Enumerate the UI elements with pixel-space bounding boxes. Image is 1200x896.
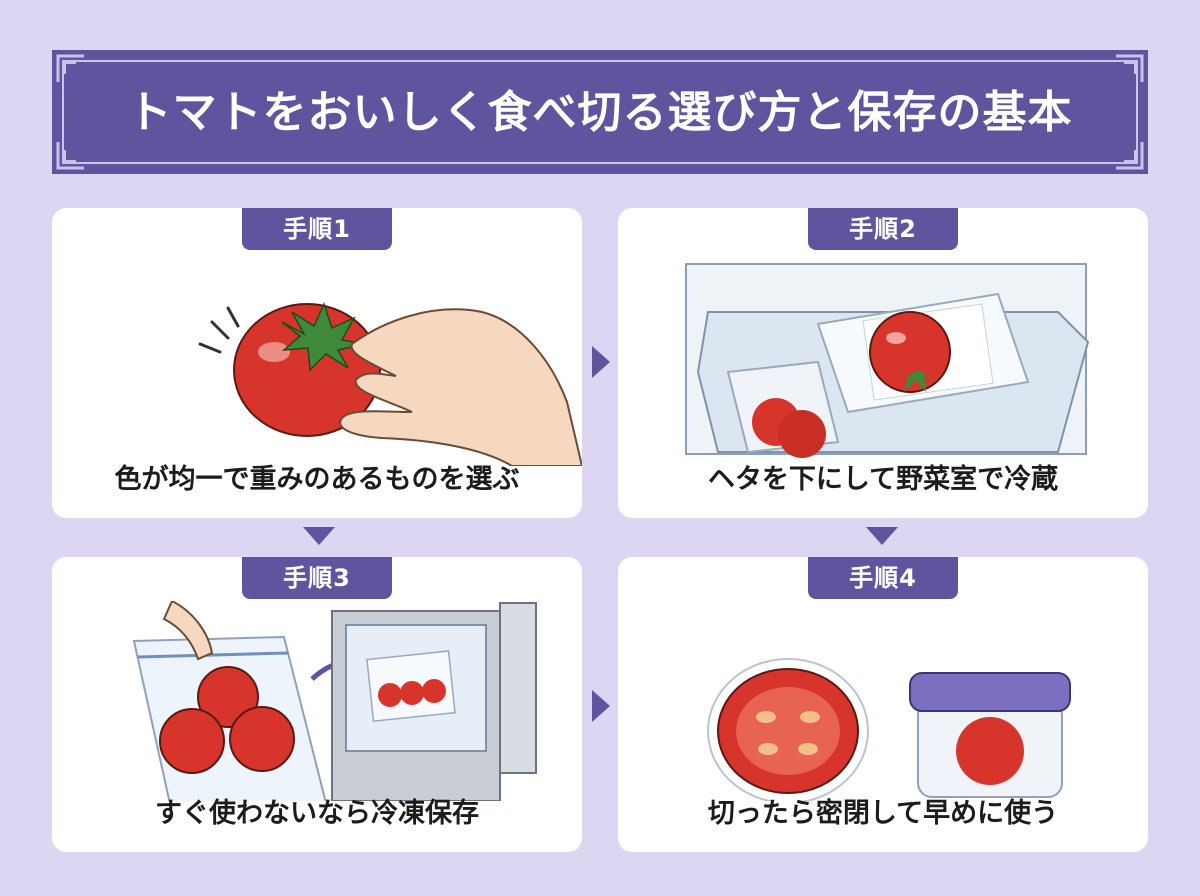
hand-holding-tomato-illustration: [198, 301, 582, 466]
banner-corner-ornament: [56, 54, 86, 84]
freezer-bag-illustration: [132, 601, 537, 801]
banner-corner-ornament: [1114, 54, 1144, 84]
banner-frame: [62, 60, 1138, 164]
step-caption: 色が均一で重みのあるものを選ぶ: [114, 464, 520, 495]
title-banner: トマトをおいしく食べ切る選び方と保存の基本: [52, 50, 1148, 174]
flow-arrow-right: [592, 690, 610, 722]
step-caption: ヘタを下にして野菜室で冷蔵: [707, 464, 1059, 495]
step-label: 手順3: [242, 557, 392, 599]
vegetable-drawer-illustration: [685, 263, 1090, 458]
flow-arrow-down: [303, 527, 335, 545]
page-title: トマトをおいしく食べ切る選び方と保存の基本: [127, 87, 1073, 138]
flow-arrow-right: [592, 346, 610, 378]
step-card-4: 手順4 切ったら密閉して早めに使う: [618, 557, 1148, 852]
step-caption: 切ったら密閉して早めに使う: [707, 798, 1059, 829]
flow-arrow-down: [866, 527, 898, 545]
step-card-1: 手順1 色が均一で重みのあるものを選ぶ: [52, 208, 582, 518]
step-card-2: 手順2 ヘタを下にして野菜室で冷蔵: [618, 208, 1148, 518]
step-label: 手順4: [808, 557, 958, 599]
banner-corner-ornament: [1114, 140, 1144, 170]
wrapped-cut-tomato-illustration: [707, 658, 1071, 801]
banner-corner-ornament: [56, 140, 86, 170]
step-caption: すぐ使わないなら冷凍保存: [155, 798, 479, 829]
step-label: 手順1: [242, 208, 392, 250]
step-card-3: 手順3 すぐ使わないなら冷凍保存: [52, 557, 582, 852]
step-label: 手順2: [808, 208, 958, 250]
